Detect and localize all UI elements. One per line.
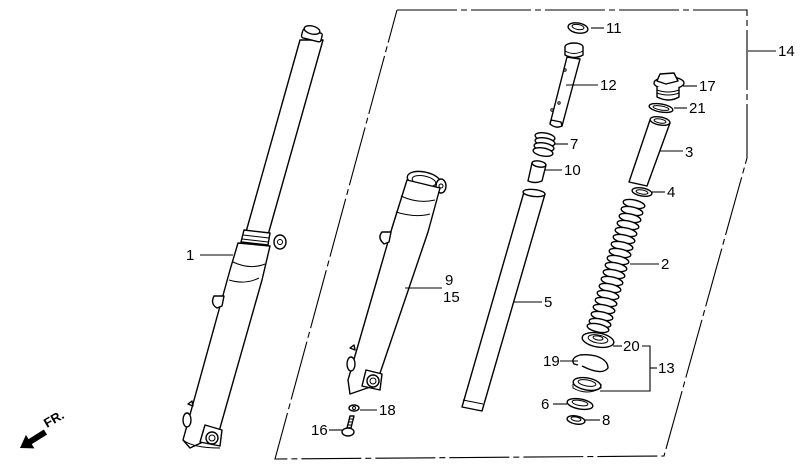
part-4-spring-seat[interactable] xyxy=(631,186,653,198)
callout-15[interactable]: 15 xyxy=(443,289,460,306)
part-12-damper-rod[interactable] xyxy=(549,42,584,128)
part-20-seal[interactable] xyxy=(581,330,615,349)
part-17-fork-bolt[interactable] xyxy=(653,72,685,101)
callout-21[interactable]: 21 xyxy=(689,100,706,117)
leader-lines xyxy=(200,27,776,431)
part-13-oil-seal[interactable] xyxy=(572,376,602,393)
callout-labels: 1 2 3 4 5 6 7 8 9 10 11 12 13 14 15 16 1… xyxy=(186,20,795,439)
callout-10[interactable]: 10 xyxy=(564,162,581,179)
part-5-inner-tube[interactable] xyxy=(461,188,546,412)
front-direction-indicator: FR. xyxy=(20,407,67,449)
callout-2[interactable]: 2 xyxy=(661,256,669,273)
callout-3[interactable]: 3 xyxy=(685,144,693,161)
part-9-15-outer-slider[interactable] xyxy=(346,169,447,395)
part-2-fork-spring[interactable] xyxy=(586,198,646,334)
callout-8[interactable]: 8 xyxy=(602,412,610,429)
callout-5[interactable]: 5 xyxy=(544,294,552,311)
part-11-ring[interactable] xyxy=(567,21,589,34)
callout-4[interactable]: 4 xyxy=(667,184,675,201)
callout-1[interactable]: 1 xyxy=(186,247,194,264)
part-21-o-ring[interactable] xyxy=(648,102,674,114)
callout-9[interactable]: 9 xyxy=(445,272,453,289)
callout-6[interactable]: 6 xyxy=(541,396,549,413)
part-3-spacer[interactable] xyxy=(628,115,671,187)
callout-14[interactable]: 14 xyxy=(778,43,795,60)
front-label: FR. xyxy=(41,407,67,430)
part-1-fork-assembly[interactable] xyxy=(182,24,324,449)
callout-11[interactable]: 11 xyxy=(606,20,622,37)
part-16-socket-bolt[interactable] xyxy=(341,415,355,437)
callout-17[interactable]: 17 xyxy=(699,78,716,95)
part-18-washer[interactable] xyxy=(348,404,360,412)
callout-19[interactable]: 19 xyxy=(543,353,560,370)
callout-20[interactable]: 20 xyxy=(623,338,640,355)
callout-13[interactable]: 13 xyxy=(658,360,675,377)
part-8-dust-seal[interactable] xyxy=(566,414,586,425)
callout-7[interactable]: 7 xyxy=(570,136,578,153)
callout-12[interactable]: 12 xyxy=(600,77,617,94)
part-19-circlip[interactable] xyxy=(572,353,609,373)
callout-16[interactable]: 16 xyxy=(311,422,328,439)
part-10-oil-lock-piece[interactable] xyxy=(527,160,547,184)
arrow-front-icon xyxy=(20,429,48,449)
group-box-outline xyxy=(274,9,748,460)
part-7-rebound-spring[interactable] xyxy=(532,131,556,158)
part-6-washer[interactable] xyxy=(566,397,594,411)
callout-18[interactable]: 18 xyxy=(379,402,396,419)
